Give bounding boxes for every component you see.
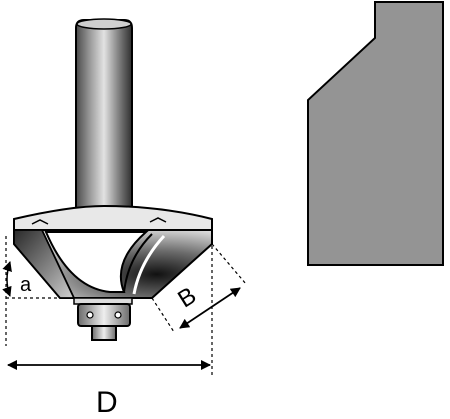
diameter-dimension: D xyxy=(7,246,213,419)
bit-shank xyxy=(75,18,133,215)
angle-label: a xyxy=(20,274,32,296)
diameter-label: D xyxy=(96,386,118,419)
bevel-width-label: B xyxy=(173,282,201,313)
cut-profile-shape xyxy=(307,1,444,266)
angle-dimension: a xyxy=(2,236,60,346)
bit-body xyxy=(13,204,213,299)
bearing-assembly xyxy=(73,297,133,341)
